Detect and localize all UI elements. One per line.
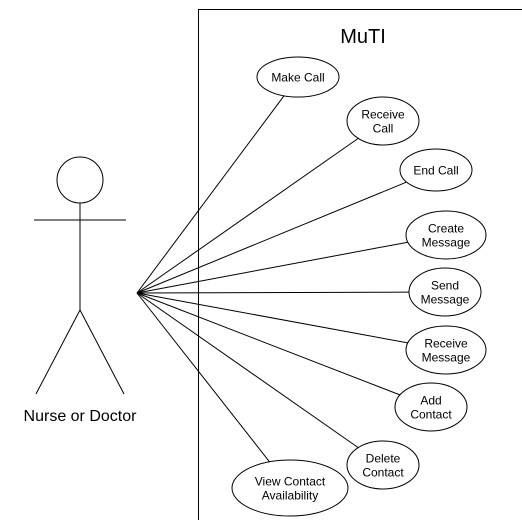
actor: Nurse or Doctor [24,156,138,425]
use-case-ellipse [405,210,487,260]
use-case-ellipse [394,382,468,432]
use-case-ellipse [256,56,340,98]
use-case-label: Message [422,351,471,365]
use-case-label: Send [431,279,459,293]
use-case-ellipse [231,459,349,517]
use-case-label: Make Call [271,71,324,85]
actor-right-leg [79,309,125,395]
use-case-label: Delete [366,452,401,466]
association-line [136,95,285,294]
association-line [136,241,408,294]
association-line [136,292,408,344]
association-line [136,181,407,294]
use-case: End Call [399,148,473,192]
system-title: MuTI [340,26,386,48]
system-boundary: MuTI [198,9,522,520]
use-case: Make Call [256,56,340,98]
actor-name: Nurse or Doctor [24,408,138,425]
use-case-label: Add [420,394,441,408]
use-case-label: Message [422,236,471,250]
use-case-ellipse [405,325,487,375]
use-case-label: Create [428,222,464,236]
use-case-label: Receive [424,337,468,351]
actor-head [56,156,104,204]
use-case-label: Call [373,122,394,136]
use-case-ellipse [346,96,420,146]
association-line [136,292,401,396]
use-case-ellipse [408,267,482,317]
use-case-label: End Call [413,164,458,178]
association-lines [136,95,410,463]
use-case-label: Contact [362,466,404,480]
association-line [136,292,359,449]
use-case-label: Receive [361,108,405,122]
actor-left-leg [35,309,81,395]
use-case-label: Availability [262,489,318,503]
use-case-label: View Contact [255,475,326,489]
use-case-ellipse [346,440,420,490]
use-case-label: Contact [410,408,452,422]
use-case-ellipse [399,148,473,192]
use-case-label: Message [421,293,470,307]
system-boundary-box [198,9,522,520]
association-line [136,291,410,294]
association-line [136,292,270,463]
association-line [136,137,359,294]
